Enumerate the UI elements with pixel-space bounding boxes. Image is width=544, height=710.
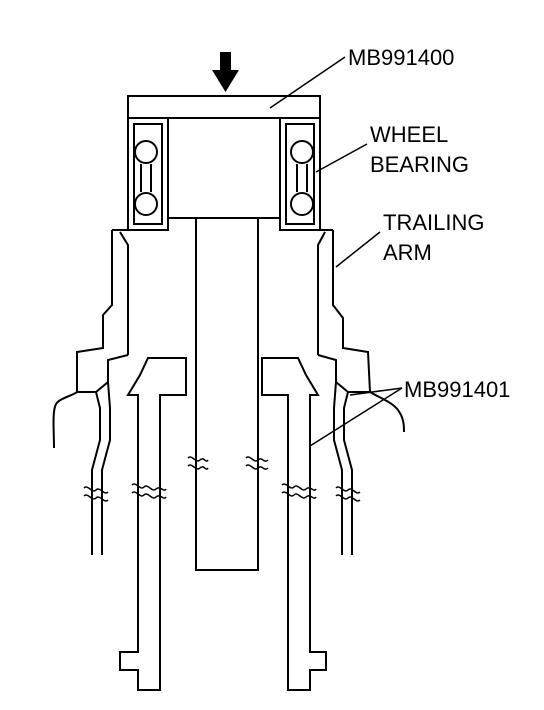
label-wheel-bearing-line2: BEARING <box>370 152 470 177</box>
label-wheel-bearing-line1: WHEEL <box>370 122 449 147</box>
label-mb991401: MB991401 <box>404 375 510 405</box>
leader-lines <box>269 56 403 447</box>
trailing-arm-flange-right <box>333 381 361 555</box>
label-wheel-bearing: WHEEL BEARING <box>370 120 469 180</box>
label-mb991401-text: MB991401 <box>404 377 511 402</box>
label-trailing-arm-line1: TRAILING <box>383 210 485 235</box>
wheel-bearing-right <box>279 117 321 231</box>
tool-mb991401-left-leg <box>119 357 187 691</box>
label-mb991400: MB991400 <box>348 43 454 73</box>
trailing-arm-flange-left <box>83 381 111 555</box>
wheel-bearing-left <box>127 117 169 231</box>
label-trailing-arm: TRAILING ARM <box>383 208 484 268</box>
trailing-arm-housing <box>52 229 405 449</box>
tool-mb991401-right-leg <box>261 357 327 691</box>
label-mb991400-text: MB991400 <box>348 45 455 70</box>
center-shaft <box>187 218 269 571</box>
arrow-down-icon <box>212 52 239 92</box>
tool-mb991400 <box>127 95 321 219</box>
label-trailing-arm-line2: ARM <box>383 240 432 265</box>
